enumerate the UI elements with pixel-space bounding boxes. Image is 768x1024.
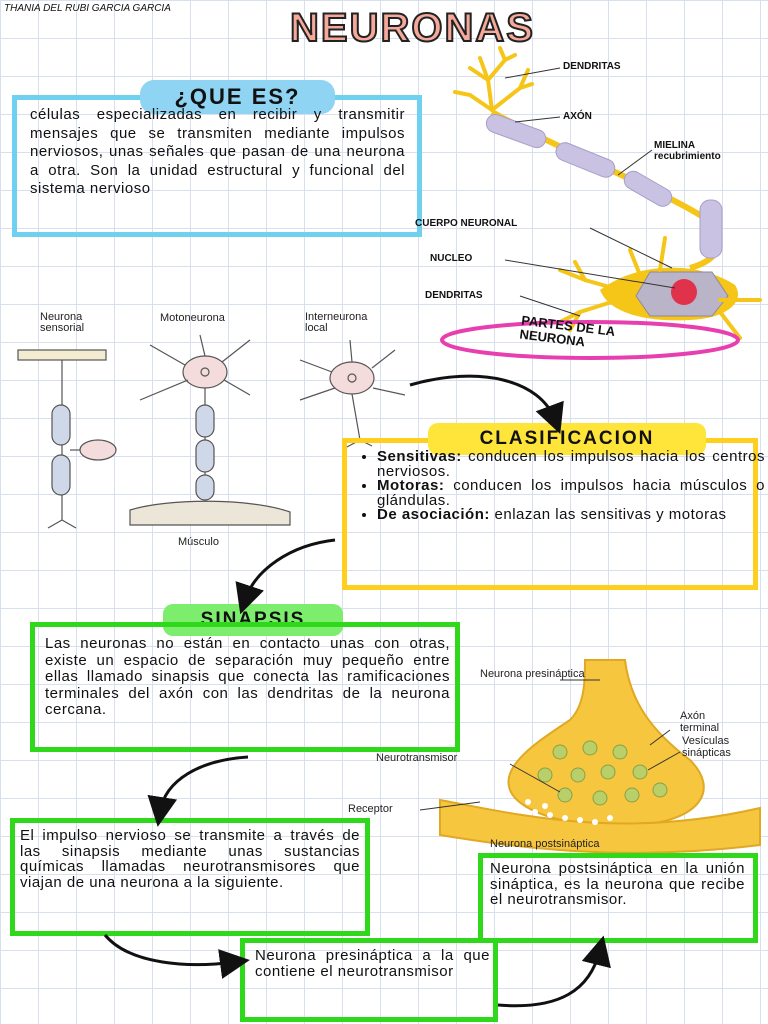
arrow-to-presinaptica xyxy=(103,934,250,979)
label-dendritas-top: DENDRITAS xyxy=(563,61,621,72)
sinapsis-text: Las neuronas no están en contacto unas c… xyxy=(45,635,450,718)
label-musculo: Músculo xyxy=(178,536,219,548)
label-mielina-sub: recubrimiento xyxy=(654,151,721,162)
list-item: Sensitivas: conducen los impulsos hacia … xyxy=(377,449,765,479)
que-es-text: células especializadas en recibir y tran… xyxy=(30,106,405,197)
myelin-sheaths xyxy=(485,114,723,259)
label-nucleo: NUCLEO xyxy=(430,253,473,264)
label-cuerpo: CUERPO NEURONAL xyxy=(415,218,518,229)
author-name: THANIA DEL RUBI GARCIA GARCIA xyxy=(4,3,171,14)
vesicles xyxy=(537,740,668,806)
sinapsis-frame xyxy=(30,622,460,752)
label-axon-terminal: Axón terminal xyxy=(680,710,720,734)
page-title: NEURONAS xyxy=(289,5,535,51)
label-interneurona: Interneurona local xyxy=(305,311,368,334)
postsinaptica-frame xyxy=(478,853,758,943)
arrow-to-postsinaptica xyxy=(497,935,611,1008)
neurotransmitter-dots xyxy=(517,799,613,825)
sensorial-neuron xyxy=(17,349,117,529)
axon-line xyxy=(490,109,722,271)
que-es-heading: ¿QUE ES? xyxy=(140,80,335,114)
label-motoneurona: Motoneurona xyxy=(160,312,225,324)
label-vesiculas: Vesículas sinápticas xyxy=(682,735,731,759)
arrow-to-clasificacion xyxy=(409,374,564,435)
cell-body xyxy=(600,267,738,321)
label-axon: AXÓN xyxy=(563,111,592,122)
list-item: Motoras: conducen los impulsos hacia mús… xyxy=(377,478,765,508)
clasificacion-heading: CLASIFICACION xyxy=(428,423,706,455)
label-dendritas-bottom: DENDRITAS xyxy=(425,290,483,301)
arrow-to-impulso xyxy=(147,755,249,827)
interneuron xyxy=(299,339,406,449)
clasificacion-list: Sensitivas: conducen los impulsos hacia … xyxy=(355,449,765,523)
impulso-text: El impulso nervioso se transmite a travé… xyxy=(20,827,360,891)
list-item: De asociación: enlazan las sensitivas y … xyxy=(377,507,765,523)
postsynaptic-surface xyxy=(439,798,761,854)
label-mielina: MIELINA xyxy=(654,140,696,151)
partes-caption: PARTES DE LA NEURONA xyxy=(518,312,616,350)
label-receptor: Receptor xyxy=(348,803,393,815)
label-neurotransmisor: Neurotransmisor xyxy=(376,752,458,764)
label-presinaptica: Neurona presináptica xyxy=(480,668,585,680)
top-dendrites xyxy=(453,46,534,112)
impulso-frame xyxy=(10,818,370,936)
arrow-to-sinapsis xyxy=(235,538,336,615)
label-postsinaptica: Neurona postsináptica xyxy=(490,838,600,850)
label-sensorial: Neurona sensorial xyxy=(40,311,85,334)
presinaptica-frame xyxy=(240,938,498,1022)
motor-neuron xyxy=(129,334,291,526)
postsinaptica-text: Neurona postsináptica en la unión sinápt… xyxy=(490,860,745,908)
presynaptic-terminal xyxy=(507,659,705,827)
presinaptica-text: Neurona presináptica a la que contiene e… xyxy=(255,947,490,980)
